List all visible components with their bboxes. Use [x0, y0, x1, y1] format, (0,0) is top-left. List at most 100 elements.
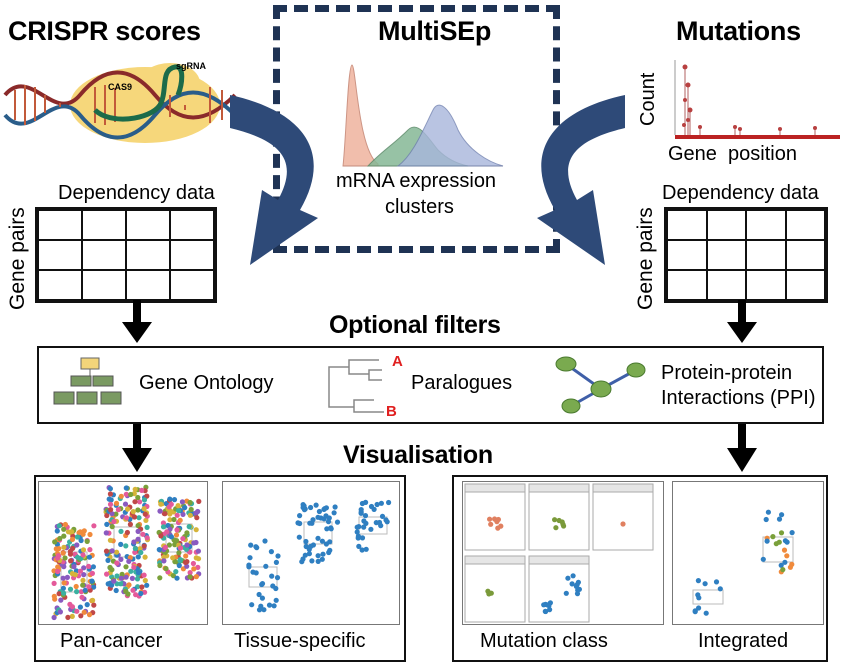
scatter-point: [186, 524, 192, 530]
scatter-point: [135, 528, 141, 534]
scatter-point: [58, 597, 64, 603]
scatter-point: [308, 504, 314, 511]
scatter-point: [552, 517, 558, 523]
scatter-point: [86, 584, 92, 590]
scatter-point: [167, 496, 173, 502]
optional-filters-heading: Optional filters: [329, 311, 501, 339]
scatter-point: [108, 507, 114, 513]
scatter-point: [76, 530, 82, 536]
scatter-point: [142, 577, 148, 584]
scatter-point: [172, 542, 178, 548]
scatter-point: [695, 578, 701, 584]
scatter-point: [174, 527, 180, 533]
scatter-point: [379, 513, 386, 519]
facet-strip: [592, 483, 654, 493]
scatter-point: [702, 581, 708, 587]
ppi-label-line1: Protein-protein: [661, 362, 793, 384]
facet-cell: [528, 483, 590, 551]
scatter-point: [55, 568, 61, 575]
visualisation-heading: Visualisation: [343, 441, 493, 469]
scatter-point: [111, 578, 117, 584]
scatter-point: [164, 529, 170, 535]
scatter-point: [175, 503, 181, 509]
scatter-point: [556, 517, 562, 524]
scatter-point: [131, 564, 137, 570]
scatter-point: [263, 563, 269, 569]
scatter-point: [123, 485, 129, 491]
scatter-point: [51, 614, 57, 621]
scatter-point: [65, 614, 71, 620]
scatter-point: [139, 487, 145, 493]
scatter-point: [107, 491, 113, 497]
scatter-point: [174, 538, 180, 544]
scatter-point: [135, 536, 141, 542]
scatter-point: [160, 524, 167, 530]
scatter-point: [126, 582, 132, 588]
gene-ontology-icon: [53, 357, 122, 405]
scatter-point: [256, 607, 263, 613]
scatter-point: [123, 588, 129, 594]
scatter-point: [315, 535, 321, 541]
scatter-point: [575, 579, 581, 585]
scatter-point: [773, 541, 779, 547]
scatter-point: [162, 544, 168, 550]
scatter-point: [487, 516, 493, 522]
tissue-specific-plot: [222, 481, 400, 625]
scatter-point: [60, 585, 66, 591]
scatter-point: [196, 498, 202, 504]
boxplot-box: [303, 521, 333, 545]
scatter-point: [250, 569, 256, 575]
scatter-point: [187, 570, 193, 576]
scatter-point: [177, 517, 183, 523]
scatter-point: [770, 534, 776, 540]
scatter-point: [78, 613, 84, 619]
scatter-point: [114, 549, 120, 555]
scatter-point: [763, 516, 769, 523]
scatter-point: [113, 511, 119, 517]
scatter-point: [111, 518, 117, 525]
gene-ontology-label: Gene Ontology: [139, 372, 274, 394]
scatter-point: [90, 564, 96, 570]
scatter-point: [73, 568, 79, 574]
scatter-point: [104, 571, 110, 577]
scatter-point: [123, 564, 129, 570]
mutation-class-plot: [462, 481, 664, 625]
scatter-point: [780, 567, 786, 573]
mutation-class-label: Mutation class: [480, 630, 608, 652]
scatter-point: [308, 543, 314, 549]
scatter-point: [542, 608, 548, 614]
scatter-point: [119, 571, 125, 577]
scatter-point: [74, 542, 80, 548]
scatter-point: [361, 518, 367, 524]
scatter-point: [488, 521, 494, 527]
mutations-title: Mutations: [676, 16, 801, 46]
gene-position-axis-label: Gene position: [668, 143, 797, 165]
scatter-point: [157, 562, 163, 569]
scatter-point: [122, 501, 129, 507]
scatter-point: [158, 533, 164, 539]
scatter-point: [316, 508, 322, 515]
scatter-point: [782, 538, 788, 544]
scatter-point: [56, 523, 62, 529]
scatter-point: [77, 568, 83, 574]
scatter-point: [565, 575, 571, 581]
scatter-point: [114, 573, 120, 579]
scatter-point: [113, 500, 120, 506]
scatter-point: [118, 528, 124, 534]
pan-cancer-plot: [38, 481, 208, 625]
scatter-point: [358, 509, 364, 515]
scatter-point: [86, 612, 93, 618]
scatter-point: [362, 513, 369, 519]
scatter-point: [194, 515, 200, 521]
scatter-point: [80, 552, 86, 558]
scatter-point: [383, 517, 389, 523]
scatter-point: [173, 532, 180, 538]
scatter-point: [161, 558, 167, 564]
left-dependency-title: Dependency data: [58, 182, 215, 204]
scatter-point: [81, 528, 87, 534]
scatter-point: [301, 503, 307, 509]
scatter-point: [172, 559, 178, 565]
scatter-point: [195, 564, 201, 570]
scatter-point: [195, 556, 202, 562]
scatter-point: [115, 507, 121, 513]
